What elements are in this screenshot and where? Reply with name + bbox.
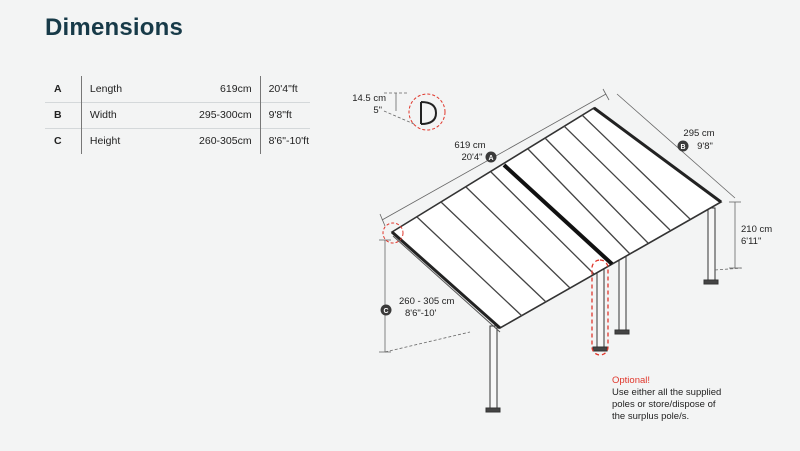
optional-note-line: the surplus pole/s. xyxy=(612,411,689,422)
row-name: Height xyxy=(80,128,181,154)
row-name: Width xyxy=(80,102,181,128)
row-letter: A xyxy=(54,82,62,95)
row-metric: 295-300cm xyxy=(199,109,252,121)
optional-note-line: poles or store/dispose of xyxy=(612,399,716,410)
back-height-imperial-label: 6'11" xyxy=(741,236,761,247)
row-imperial: 20'4"ft xyxy=(259,76,310,102)
back-height-metric-label: 210 cm xyxy=(741,224,772,235)
roof xyxy=(390,106,723,333)
row-letter: B xyxy=(54,109,62,121)
width-dimension-line xyxy=(616,93,736,199)
row-metric: 619cm xyxy=(220,82,252,95)
length-imperial-label: 20'4" xyxy=(461,152,482,163)
dimensions-table: A Length 619cm 20'4"ft B Width 295-300cm… xyxy=(45,76,310,154)
row-name: Length xyxy=(80,76,181,102)
table-row: B Width 295-300cm 9'8"ft xyxy=(45,102,310,128)
row-letter: C xyxy=(54,135,62,148)
gutter-metric-label: 14.5 cm xyxy=(352,93,386,104)
corner-highlight-circle xyxy=(382,222,404,244)
gutter-highlight-circle xyxy=(408,93,446,131)
front-height-metric-label: 260 - 305 cm xyxy=(399,296,455,307)
back-right-post xyxy=(707,207,716,283)
width-imperial-label: 9'8" xyxy=(697,141,713,152)
table-row: C Height 260-305cm 8'6"-10'ft xyxy=(45,128,310,154)
front-middle-post xyxy=(596,264,605,349)
width-metric-label: 295 cm xyxy=(683,128,714,139)
dimension-lines xyxy=(379,88,743,353)
length-marker-letter: A xyxy=(488,155,493,162)
table-row: A Length 619cm 20'4"ft xyxy=(45,76,310,102)
optional-note-line: Use either all the supplied xyxy=(612,387,721,398)
gutter-profile-icon xyxy=(420,101,438,125)
front-height-imperial-label: 8'6"-10' xyxy=(405,308,436,319)
row-imperial: 9'8"ft xyxy=(259,102,310,128)
page-title: Dimensions xyxy=(45,14,184,41)
row-imperial: 8'6"-10'ft xyxy=(259,128,310,154)
length-metric-label: 619 cm xyxy=(454,140,485,151)
width-marker-letter: B xyxy=(680,144,685,151)
gutter-detail: 14.5 cm 5" xyxy=(352,93,446,131)
height-marker-badge xyxy=(380,304,392,316)
width-marker-badge xyxy=(677,140,689,152)
optional-note-title: Optional! xyxy=(612,375,650,386)
row-metric: 260-305cm xyxy=(199,135,252,148)
front-left-post xyxy=(489,325,498,411)
height-marker-letter: C xyxy=(383,308,388,315)
length-marker-badge xyxy=(485,151,497,163)
gutter-imperial-label: 5" xyxy=(373,105,382,116)
back-middle-post xyxy=(618,251,627,333)
optional-pole-highlight xyxy=(591,259,609,356)
